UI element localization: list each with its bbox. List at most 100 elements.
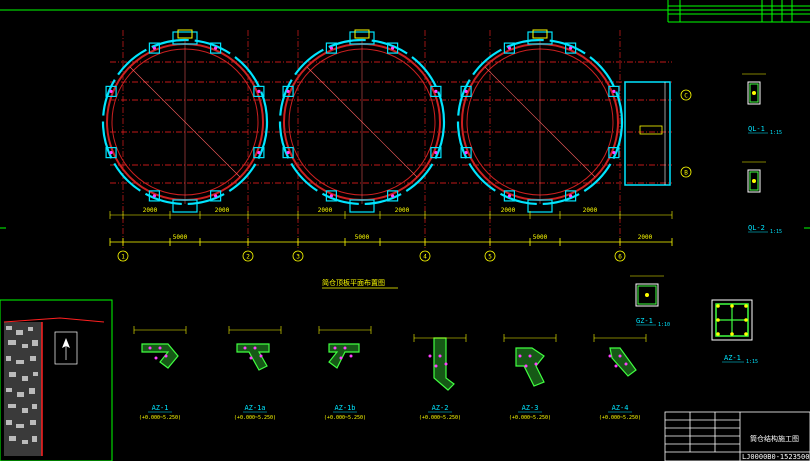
- opening-tag: [177, 29, 193, 39]
- silo-2: [278, 29, 446, 213]
- section-outline: [747, 169, 761, 193]
- pilaster: [253, 85, 265, 97]
- axis-bubble-B: B: [680, 166, 692, 178]
- section-code: GZ-1: [636, 317, 653, 325]
- detail-bar: [608, 354, 612, 358]
- detail-elevation: (+0.000~5.250): [139, 415, 181, 421]
- pilaster: [608, 147, 620, 159]
- section-rebar: [749, 83, 759, 103]
- rebar-mark: [434, 89, 438, 93]
- detail-bar: [148, 346, 152, 350]
- rebar-mark: [434, 151, 438, 155]
- dimension-label: 5000: [173, 234, 188, 241]
- pilaster: [460, 147, 472, 159]
- detail-bar: [534, 362, 538, 366]
- pilaster: [210, 190, 222, 202]
- pilaster: [387, 42, 399, 54]
- bottom-opening: [527, 199, 553, 213]
- top-opening: [349, 31, 375, 45]
- pilaster: [430, 85, 442, 97]
- rebar-mark: [329, 194, 333, 198]
- detail-bar: [524, 364, 528, 368]
- rebar-mark: [152, 46, 156, 50]
- pilaster: [325, 42, 337, 54]
- pilaster: [608, 85, 620, 97]
- axis-bubble-circle: [242, 250, 254, 262]
- dimension-label: 2000: [583, 207, 598, 214]
- rebar-mark: [391, 194, 395, 198]
- section-code: QL-1: [748, 125, 765, 133]
- pilaster: [148, 190, 160, 202]
- detail-bar: [434, 364, 438, 368]
- detail-bar: [618, 354, 622, 358]
- section-code: QL-2: [748, 224, 765, 232]
- rebar-mark: [569, 194, 573, 198]
- section-gz-1: GZ-1 1:10: [630, 275, 670, 328]
- dimension-label: 2000: [318, 207, 333, 214]
- section-bar: [744, 332, 748, 336]
- detail-code: AZ-2: [432, 404, 449, 412]
- detail-bar: [243, 346, 247, 350]
- detail-section: [141, 343, 179, 369]
- detail-elevation: (+0.000~5.250): [324, 415, 366, 421]
- detail-bar: [164, 354, 168, 358]
- detail-section: [236, 343, 270, 371]
- axis-bubble-4: 4: [419, 250, 431, 262]
- detail-bar: [259, 354, 263, 358]
- detail-bar: [528, 354, 532, 358]
- section-outline: [635, 283, 659, 307]
- section-bar: [716, 332, 720, 336]
- column-details-bottom: AZ-1(+0.000~5.250)AZ-1a(+0.000~5.250)AZ-…: [133, 326, 647, 421]
- axis-bubble-circle: [614, 250, 626, 262]
- section-scale: 1:15: [746, 359, 758, 365]
- pilaster: [325, 190, 337, 202]
- detail-bar: [253, 346, 257, 350]
- detail-az-1: AZ-1 (+0.000~5.250): [133, 326, 187, 421]
- pilaster: [253, 147, 265, 159]
- detail-section: [328, 343, 360, 369]
- pilaster: [565, 42, 577, 54]
- detail-code: AZ-4: [612, 404, 629, 412]
- axis-bubble-circle: [117, 250, 129, 262]
- rebar-mark: [612, 151, 616, 155]
- site-plan-thumbnail: [3, 317, 105, 456]
- axis-bubble-3: 3: [292, 250, 304, 262]
- section-scale: 1:15: [770, 130, 782, 136]
- rebar-mark: [214, 46, 218, 50]
- rebar-mark: [612, 89, 616, 93]
- detail-elevation: (+0.000~5.250): [234, 415, 276, 421]
- detail-bar: [154, 356, 158, 360]
- pilaster: [148, 42, 160, 54]
- rebar-mark: [569, 46, 573, 50]
- detail-bar: [343, 346, 347, 350]
- rebar-mark: [257, 89, 261, 93]
- rebar-mark: [214, 194, 218, 198]
- section-outline: [747, 81, 761, 105]
- sheet-title: 筒仓结构施工图: [750, 434, 799, 443]
- detail-bar: [438, 354, 442, 358]
- pilaster: [460, 85, 472, 97]
- axis-bubble-label: B: [684, 170, 688, 177]
- axis-bubble-circle: [419, 250, 431, 262]
- detail-az-3: AZ-3(+0.000~5.250): [503, 334, 557, 421]
- pilaster: [210, 42, 222, 54]
- axis-bubble-label: 1: [121, 254, 125, 261]
- axis-bubble-label: C: [684, 93, 688, 100]
- detail-bar: [349, 354, 353, 358]
- section-bar: [730, 304, 734, 308]
- section-bar: [744, 318, 748, 322]
- pilaster: [105, 147, 117, 159]
- detail-code: AZ-1: [152, 404, 169, 412]
- detail-elevation: (+0.000~5.250): [419, 415, 461, 421]
- dimension-label: 2000: [395, 207, 410, 214]
- top-opening: [527, 31, 553, 45]
- detail-bar: [624, 362, 628, 366]
- dimension-label: 2000: [501, 207, 516, 214]
- axis-bubble-circle: [292, 250, 304, 262]
- section-scale: 1:10: [658, 322, 670, 328]
- detail-az-4: AZ-4(+0.000~5.250): [593, 334, 647, 421]
- rebar-mark: [329, 46, 333, 50]
